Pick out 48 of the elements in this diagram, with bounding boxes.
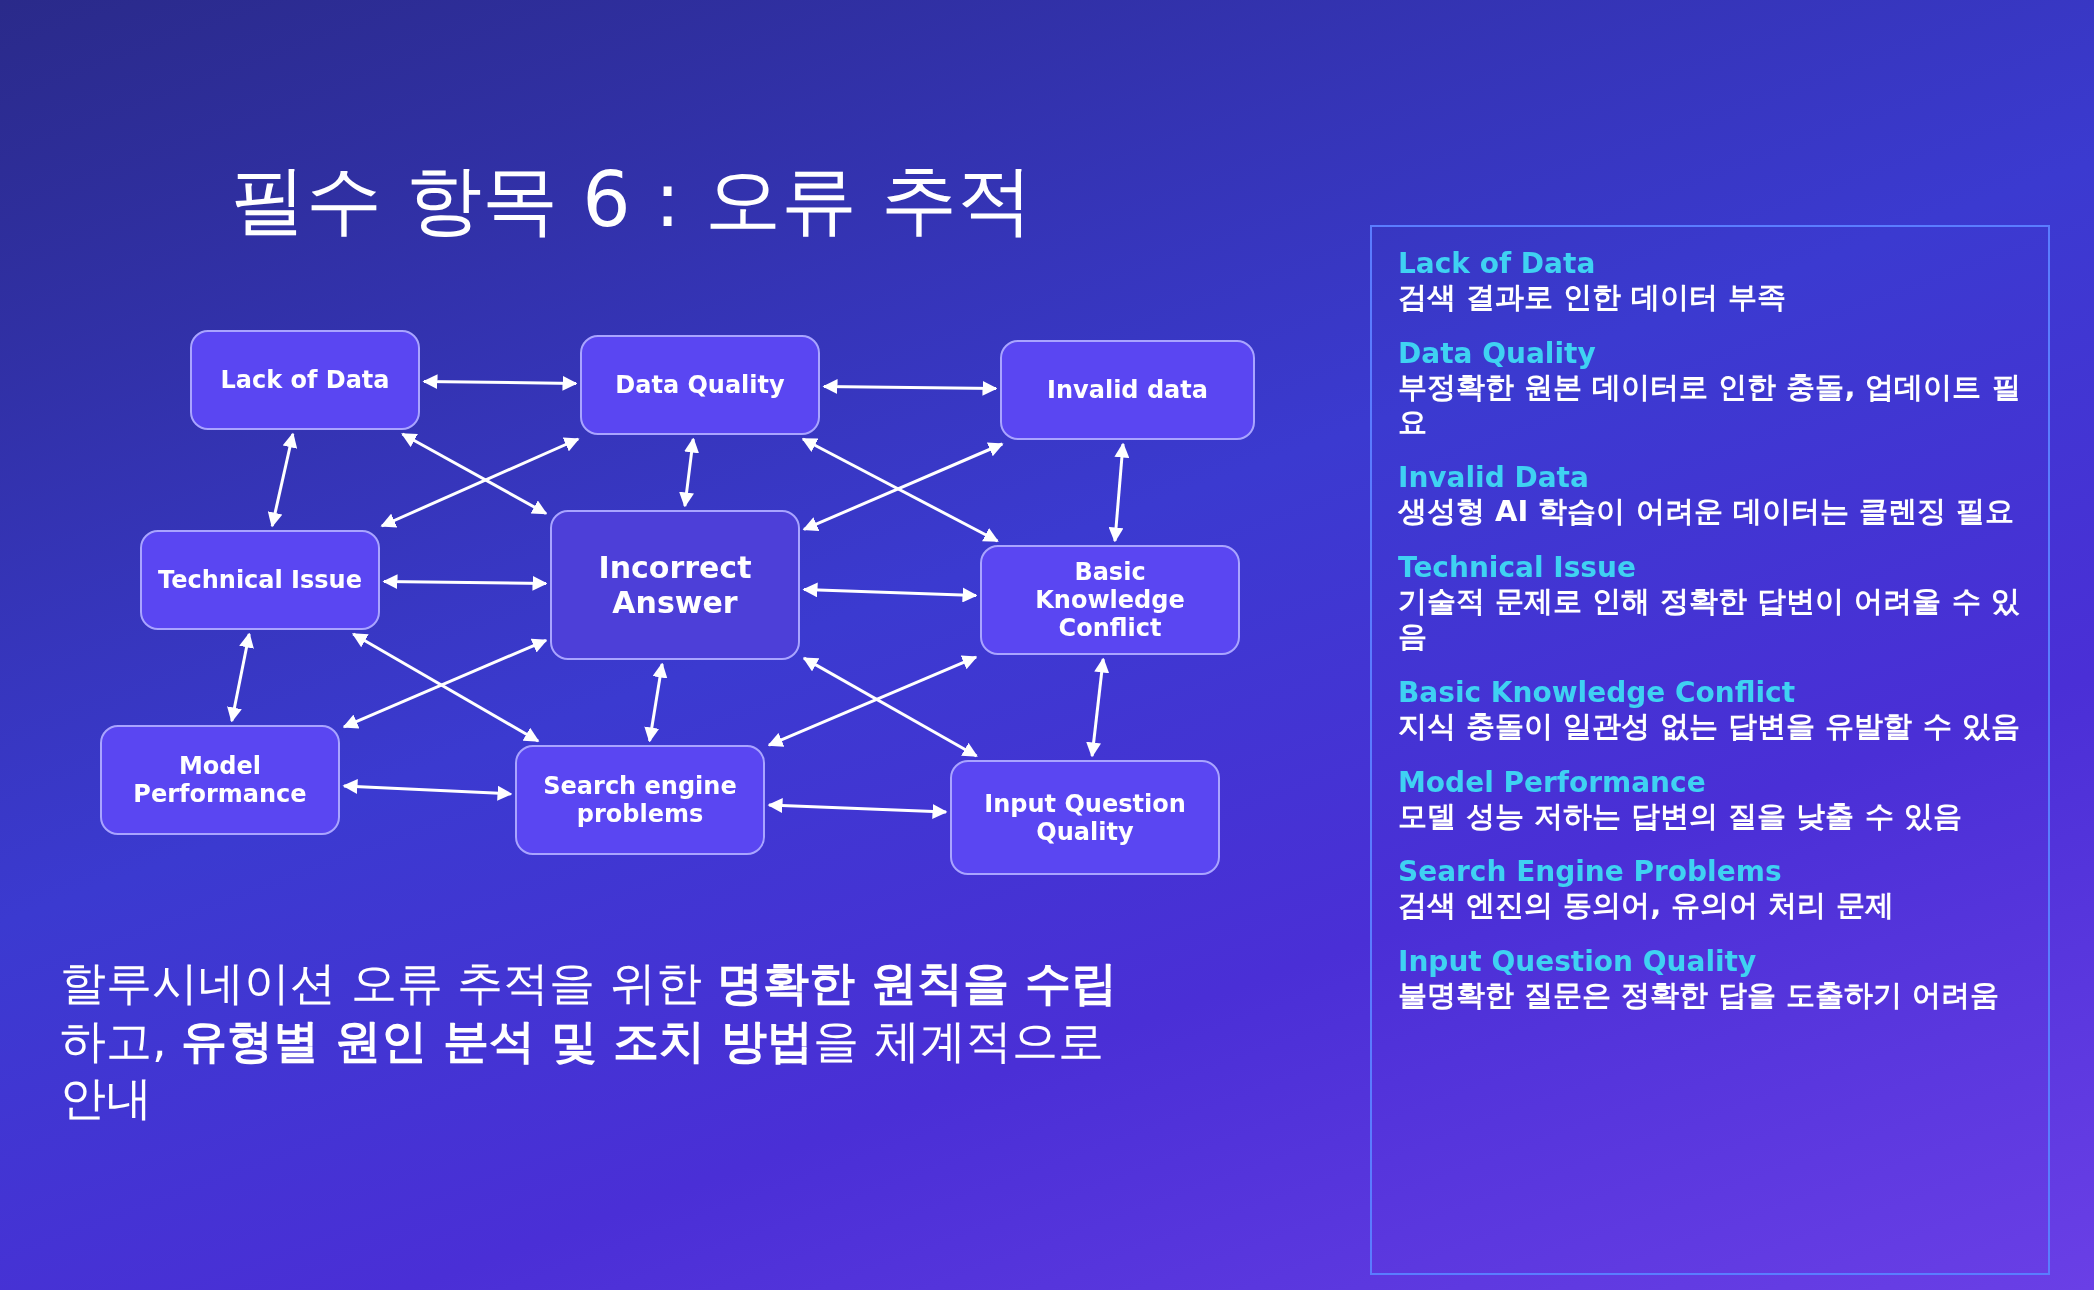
description-text: 지식 충돌이 일관성 없는 답변을 유발할 수 있음 [1398, 708, 2021, 744]
double-arrow [382, 574, 548, 591]
double-arrow [679, 437, 699, 508]
double-arrow [801, 437, 999, 543]
double-arrow [227, 632, 254, 723]
description-heading: Technical Issue [1398, 551, 1637, 585]
double-arrow [767, 798, 948, 819]
double-arrow [351, 632, 540, 743]
double-arrow [267, 432, 298, 528]
description-text: 부정확한 원본 데이터로 인한 충돌, 업데이트 필요 [1398, 369, 2022, 440]
process-box: Data Quality [580, 335, 820, 435]
double-arrow [802, 582, 978, 603]
description-heading: Lack of Data [1398, 247, 1597, 280]
double-arrow [342, 638, 548, 729]
double-arrow [422, 374, 578, 391]
double-arrow [342, 779, 513, 801]
summary-sentence: 할루시네이션 오류 추적을 위한 명확한 원칙을 수립하고, 유형별 원인 분석 및 조치 방법을 체계적으로 안내 [60, 955, 1118, 1127]
description-text: 검색 엔진의 동의어, 유의어 처리 문제 [1398, 888, 1896, 924]
double-arrow [380, 437, 580, 528]
description-text: 생성형 AI 학습이 어려운 데이터는 클렌징 필요 [1398, 494, 2015, 530]
description-text: 불명확한 질문은 정확한 답을 도출하기 어려움 [1398, 978, 2001, 1013]
description-heading: Model Performance [1398, 765, 1707, 799]
description-text: 모델 성능 저하는 답변의 질을 낮출 수 있음 [1398, 798, 1963, 834]
description-text: 기술적 문제로 인해 정확한 답변이 어려울 수 있음 [1398, 584, 2021, 654]
double-arrow [822, 379, 998, 396]
double-arrow [802, 442, 1004, 531]
double-arrow [1108, 442, 1130, 543]
double-arrow [1086, 657, 1110, 758]
description-heading: Input Question Quality [1398, 945, 1758, 979]
double-arrow [644, 662, 668, 743]
process-box: Input Question Quality [950, 760, 1220, 875]
description-heading: Basic Knowledge Conflict [1398, 675, 1797, 709]
description-text: 검색 결과로 인한 데이터 부족 [1398, 280, 1788, 315]
process-box: Search engine problems [515, 745, 765, 855]
description-heading: Data Quality [1398, 336, 1597, 370]
process-box: Invalid data [1000, 340, 1255, 440]
process-box: Model Performance [100, 725, 340, 835]
description-heading: Invalid Data [1398, 461, 1590, 495]
double-arrow [767, 655, 978, 747]
slide-title: 필수 항목 6 : 오류 추적 [230, 154, 1033, 246]
process-box: Incorrect Answer [550, 510, 800, 660]
double-arrow [802, 656, 978, 758]
process-box: Basic Knowledge Conflict [980, 545, 1240, 655]
description-heading: Search Engine Problems [1398, 855, 1783, 889]
description-panel [1370, 225, 2050, 1275]
double-arrow [401, 432, 548, 515]
process-box: Technical Issue [140, 530, 380, 630]
process-box: Lack of Data [190, 330, 420, 430]
